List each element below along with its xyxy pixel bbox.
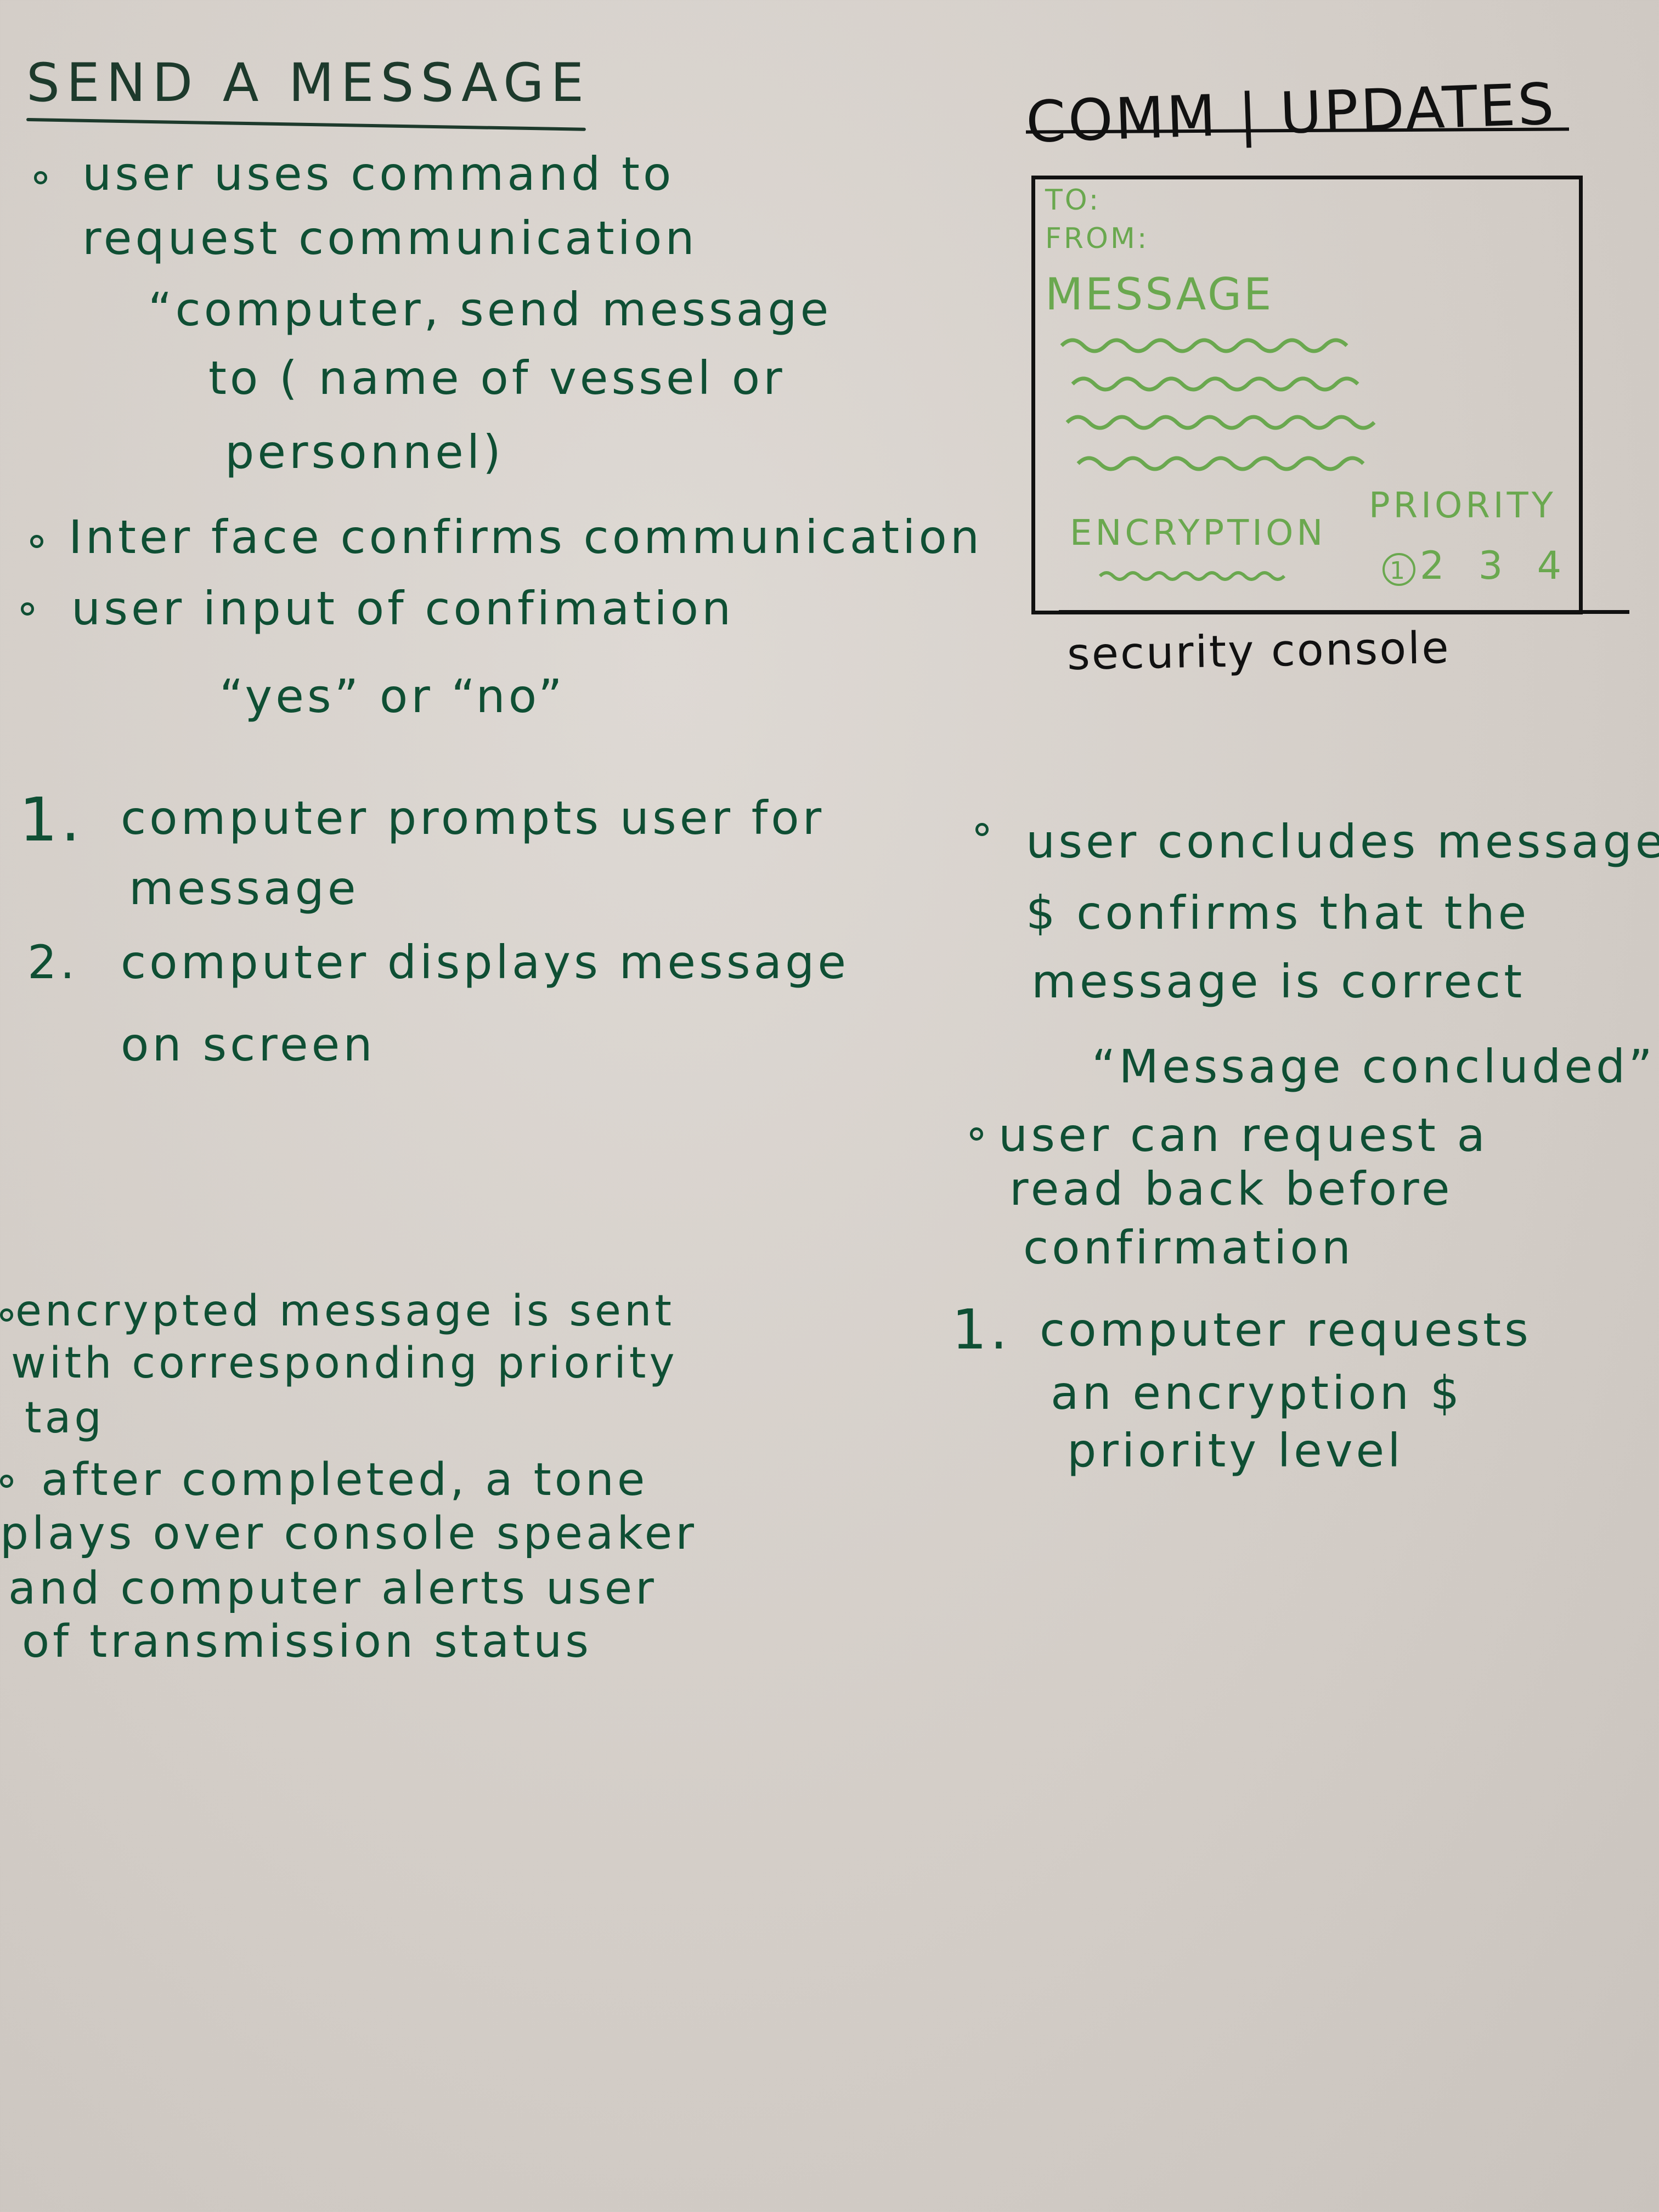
- right-bullet1-line1: user concludes message: [1026, 815, 1659, 868]
- right-bullet1-line3: message is correct: [1031, 955, 1526, 1008]
- sketch-title: COMM | UPDATES: [1025, 70, 1558, 156]
- sketch-from-label: FROM:: [1045, 222, 1149, 255]
- sketch-message-scribble: [1060, 338, 1376, 471]
- right-step1-number: 1.: [952, 1297, 1011, 1362]
- left-bottom-bullet2-line3: and computer alerts user: [8, 1562, 657, 1615]
- sketch-priority-label: PRIORITY: [1369, 486, 1556, 526]
- left-bottom-bullet1-line2: with corresponding priority: [11, 1339, 678, 1388]
- left-yes-no: “yes” or “no”: [219, 669, 566, 723]
- page-heading: SEND A MESSAGE: [26, 52, 591, 114]
- step2-line2: on screen: [121, 1018, 376, 1071]
- right-step1-line2: an encryption $: [1051, 1366, 1463, 1420]
- left-bottom-bullet2-line1: after completed, a tone: [41, 1454, 648, 1506]
- right-bullet2-line3: confirmation: [1023, 1221, 1354, 1274]
- step1-line1: computer prompts user for: [121, 791, 825, 845]
- left-bullet3: user input of confimation: [71, 582, 735, 635]
- step2-number: 2.: [27, 935, 78, 989]
- priority-selected: 1: [1383, 553, 1415, 586]
- right-bullet1-line2: $ confirms that the: [1026, 886, 1530, 940]
- left-quote-line1: “computer, send message: [148, 283, 832, 336]
- right-quote: “Message concluded”: [1092, 1040, 1656, 1093]
- bullet-marker: [975, 823, 989, 836]
- left-bottom-bullet1-line3: tag: [25, 1393, 105, 1443]
- left-quote-line3: personnel): [225, 425, 504, 479]
- sketch-console-base: [1059, 610, 1629, 614]
- left-quote-line2: to ( name of vessel or: [208, 351, 786, 405]
- left-bullet1-line1: user uses command to: [82, 147, 675, 201]
- right-bullet2-line2: read back before: [1009, 1162, 1453, 1216]
- right-step1-line3: priority level: [1067, 1424, 1404, 1477]
- right-bullet2-line1: user can request a: [998, 1108, 1488, 1162]
- step2-line1: computer displays message: [121, 935, 850, 989]
- bullet-marker: [970, 1127, 983, 1141]
- right-step1-line1: computer requests: [1040, 1303, 1532, 1357]
- sketch-to-label: TO:: [1045, 184, 1101, 217]
- bullet-marker: [21, 602, 34, 616]
- sketch-caption: security console: [1066, 622, 1451, 680]
- step1-number: 1.: [19, 785, 83, 855]
- left-bottom-bullet2-line4: of transmission status: [22, 1616, 592, 1668]
- left-bottom-bullet1-line1: encrypted message is sent: [15, 1286, 675, 1336]
- step1-line2: message: [129, 861, 359, 915]
- sketch-encryption-label: ENCRYPTION: [1070, 513, 1327, 554]
- left-bottom-bullet2-line2: plays over console speaker: [0, 1508, 697, 1560]
- bullet-marker: [0, 1475, 13, 1488]
- sketch-message-label: MESSAGE: [1045, 269, 1274, 320]
- bullet-marker: [34, 171, 47, 184]
- priority-others: 2 3 4: [1420, 543, 1573, 588]
- left-bullet1-line2: request communication: [82, 211, 698, 265]
- sketch-encryption-scribble: [1098, 571, 1286, 581]
- left-bullet2: Inter face confirms communication: [69, 510, 983, 564]
- bullet-marker: [30, 535, 43, 548]
- heading-underline: [26, 118, 586, 131]
- bullet-marker: [0, 1308, 13, 1322]
